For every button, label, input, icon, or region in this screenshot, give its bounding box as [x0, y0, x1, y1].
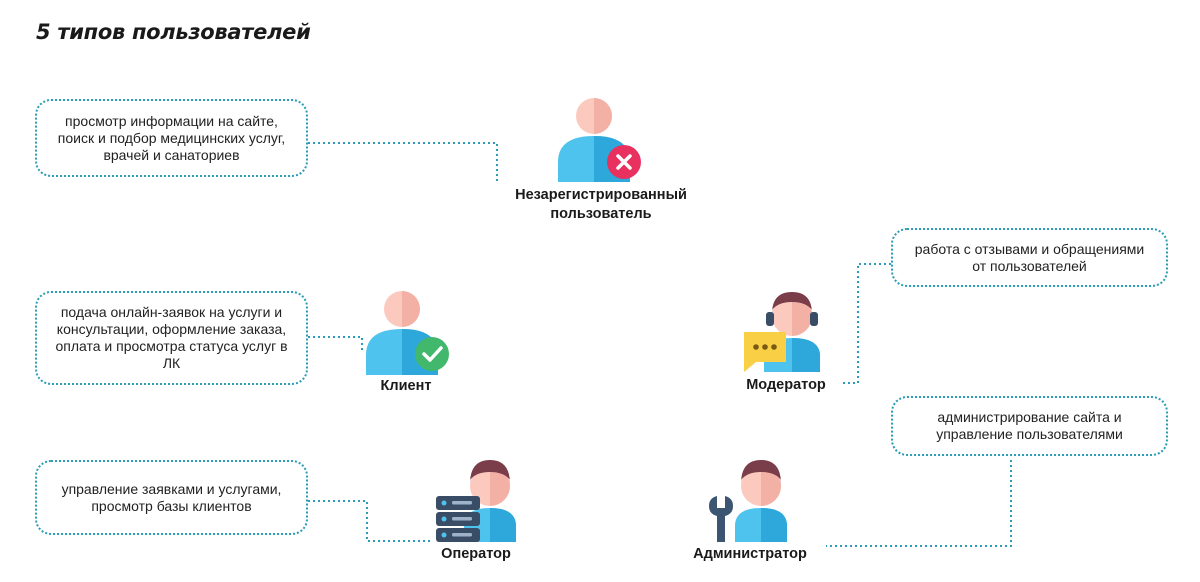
- connector-client: [308, 336, 363, 351]
- accept-badge-icon: [415, 337, 449, 371]
- headset-icon: [766, 312, 774, 326]
- description-moderator: работа с отзывами и обращениями от польз…: [891, 228, 1168, 287]
- server-icon: [436, 496, 480, 542]
- operator-user-icon: [436, 460, 516, 542]
- description-unregistered: просмотр информации на сайте, поиск и по…: [35, 99, 308, 177]
- role-label-administrator: Администратор: [693, 546, 807, 562]
- role-label-unregistered-line1: Незарегистрированный: [515, 187, 687, 203]
- hair-icon: [470, 460, 510, 484]
- role-label-moderator: Модератор: [746, 377, 826, 393]
- hair-icon: [741, 460, 781, 484]
- connector-administrator: [826, 460, 1012, 547]
- hair-icon: [772, 292, 812, 314]
- role-label-unregistered-line2: пользователь: [550, 206, 652, 222]
- connector-operator: [308, 500, 432, 542]
- page-title: 5 типов пользователей: [36, 20, 311, 44]
- wrench-icon: [709, 496, 733, 542]
- connector-unregistered: [308, 142, 498, 184]
- speech-bubble-icon: [744, 332, 786, 372]
- role-label-client: Клиент: [380, 378, 432, 394]
- client-user-icon: [366, 291, 449, 375]
- role-label-unregistered: Незарегистрированный пользователь: [470, 186, 732, 224]
- description-administrator: администрирование сайта и управление пол…: [891, 396, 1168, 456]
- role-label-operator: Оператор: [441, 546, 511, 562]
- description-client: подача онлайн-заявок на услуги и консуль…: [35, 291, 308, 385]
- description-operator: управление заявками и услугами, просмотр…: [35, 460, 308, 535]
- administrator-user-icon: [709, 460, 787, 542]
- connector-moderator: [840, 263, 891, 384]
- moderator-user-icon: [744, 292, 820, 372]
- unregistered-user-icon: [558, 98, 641, 182]
